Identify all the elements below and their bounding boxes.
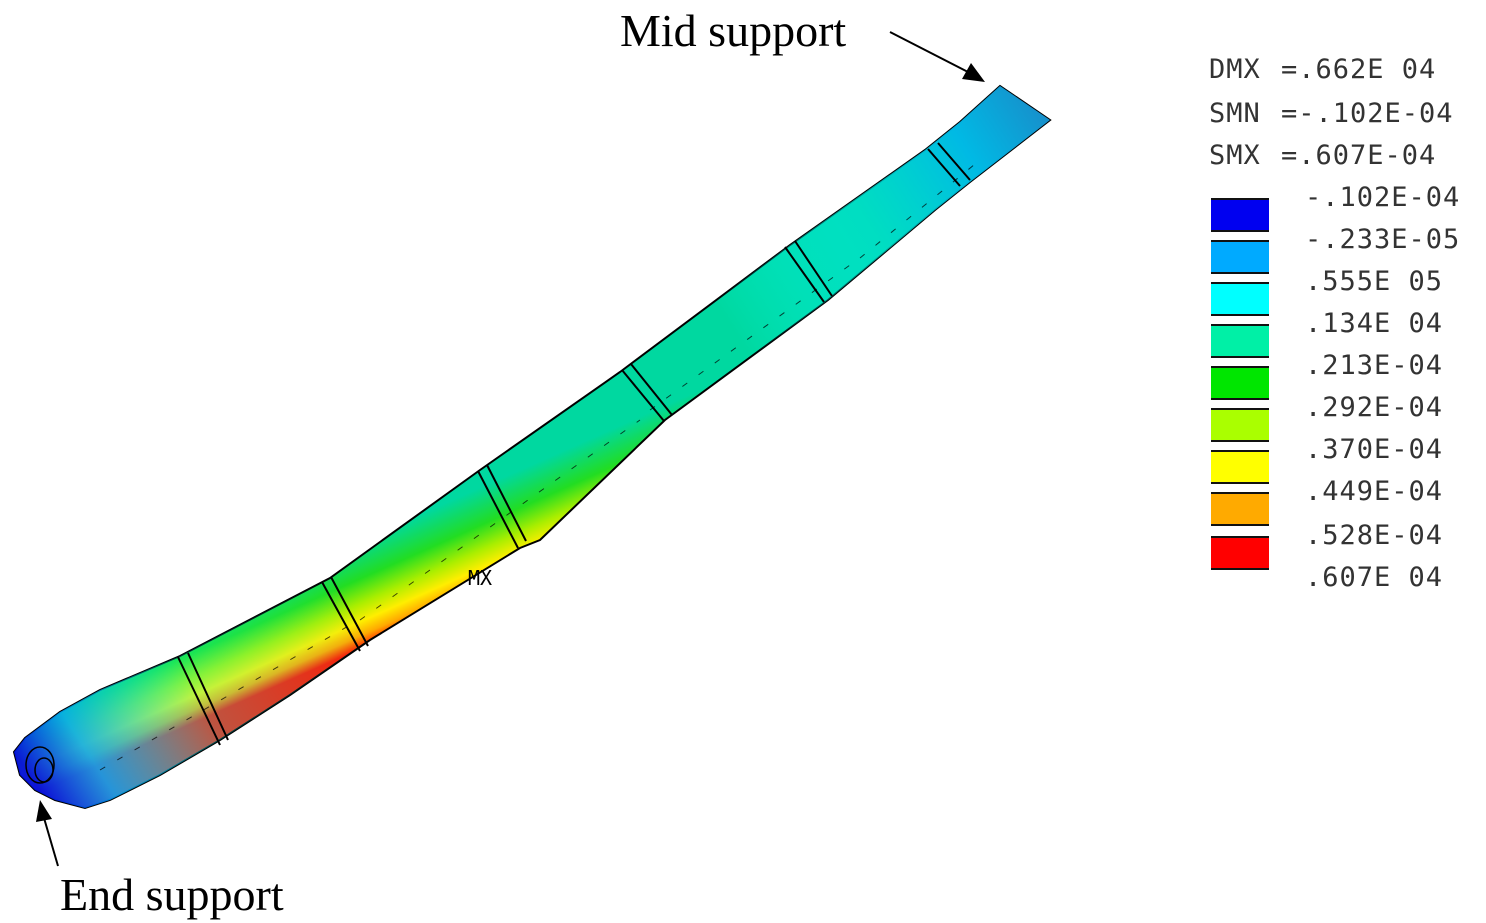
- legend-value: .449E-04: [1305, 476, 1444, 507]
- legend-swatch: [1211, 492, 1269, 526]
- internal-mesh-lines: [99, 159, 981, 771]
- legend-swatch: [1211, 450, 1269, 484]
- legend-value: -.233E-05: [1305, 224, 1461, 255]
- joint-line: [330, 576, 369, 647]
- joint-line: [937, 142, 971, 181]
- joint-line: [794, 240, 833, 297]
- legend-value: .370E-04: [1305, 434, 1444, 465]
- legend-value: .528E-04: [1305, 520, 1444, 551]
- legend-header-value: =.607E-04: [1281, 140, 1437, 171]
- legend-value: .555E 05: [1305, 266, 1444, 297]
- legend-header-value: =.662E 04: [1281, 54, 1437, 85]
- legend-value: .134E 04: [1305, 308, 1444, 339]
- legend-header-value: =-.102E-04: [1281, 98, 1454, 129]
- legend-header-smx: SMX =.607E-04: [1209, 140, 1436, 171]
- joint-line: [927, 148, 961, 187]
- legend-swatch: [1211, 324, 1269, 358]
- beam-end-tint-overlay: [14, 86, 1050, 808]
- section-joints: [177, 142, 971, 746]
- end-support-node: [25, 746, 55, 784]
- legend-value: .292E-04: [1305, 392, 1444, 423]
- legend-header-smn: SMN =-.102E-04: [1209, 98, 1454, 129]
- end-support-arrow: [36, 800, 59, 867]
- legend-header-key: DMX: [1209, 54, 1261, 85]
- legend-header-key: SMN: [1209, 98, 1261, 129]
- end-support-label: End support: [60, 869, 284, 920]
- joint-line: [486, 464, 527, 542]
- legend-value: -.102E-04: [1305, 182, 1461, 213]
- origin-marker: MX: [468, 566, 492, 590]
- legend-swatch: [1211, 366, 1269, 400]
- legend-swatch: [1211, 408, 1269, 442]
- legend-value: .213E-04: [1305, 350, 1444, 381]
- joint-line: [177, 656, 221, 746]
- joint-line: [784, 246, 825, 303]
- joint-line: [621, 369, 665, 422]
- legend-swatch: [1211, 240, 1269, 274]
- legend-swatch: [1211, 198, 1269, 232]
- legend-swatch: [1211, 536, 1269, 570]
- mid-support-arrow: [889, 31, 985, 82]
- legend-header-key: SMX: [1209, 140, 1261, 171]
- legend-value: .607E 04: [1305, 562, 1444, 593]
- joint-line: [477, 470, 519, 549]
- joint-line: [187, 652, 229, 741]
- joint-line: [630, 363, 673, 416]
- contour-legend: DMX=.662E 04 SMN=-.102E-04 SMX=.607E-04 …: [1205, 52, 1486, 612]
- mid-support-label: Mid support: [620, 5, 847, 56]
- joint-line: [321, 581, 361, 652]
- legend-header-dmx: DMX =.662E 04: [1209, 54, 1436, 85]
- legend-swatch: [1211, 282, 1269, 316]
